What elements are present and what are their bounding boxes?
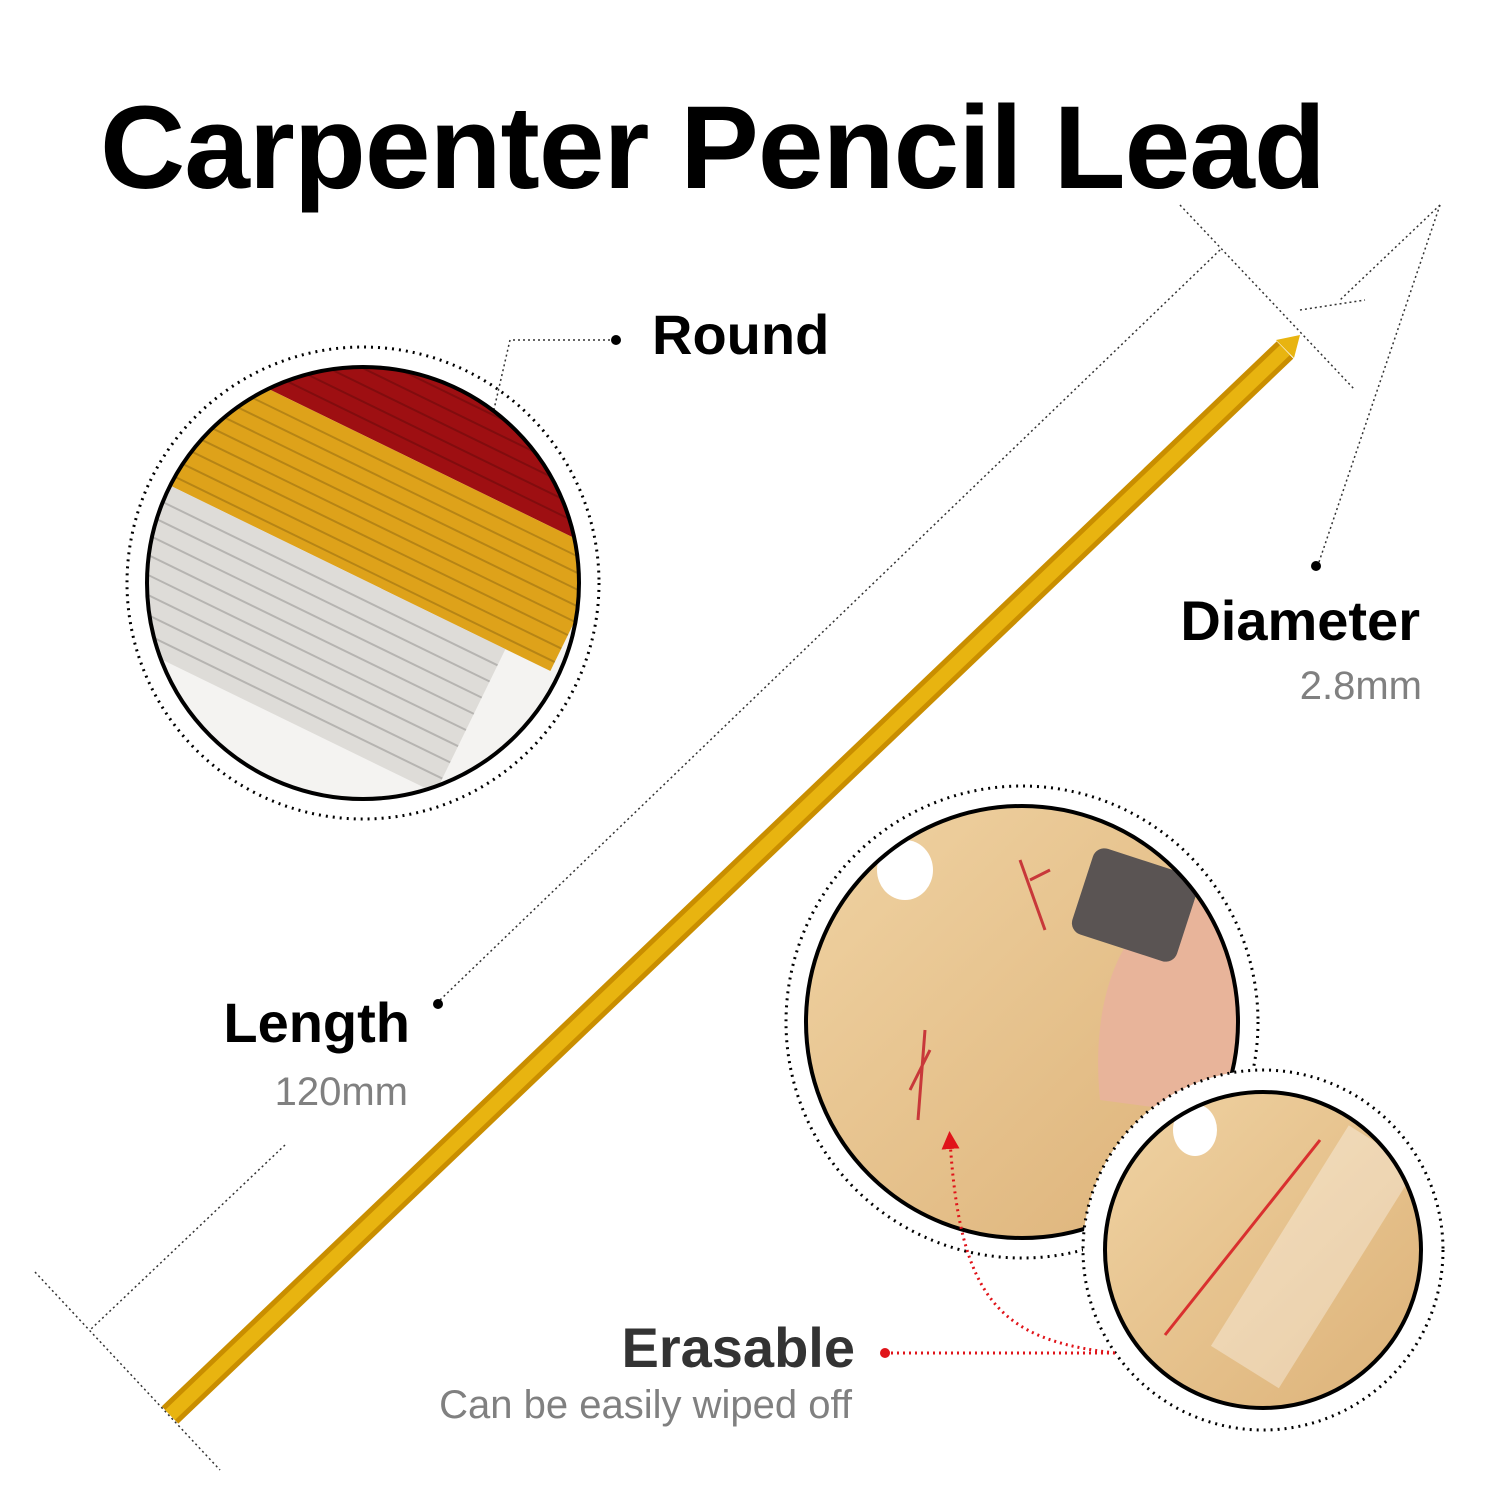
diameter-value: 2.8mm [1299, 664, 1422, 708]
length-label: Length [223, 991, 410, 1054]
length-callout-dot [433, 999, 443, 1009]
round-leads-photo [125, 345, 601, 821]
erasable-label: Erasable [621, 1316, 856, 1379]
page-title: Carpenter Pencil Lead [100, 82, 1326, 214]
erasable-description: Can be easily wiped off [439, 1383, 852, 1427]
length-value: 120mm [274, 1070, 408, 1114]
diameter-callout-dot [1311, 561, 1321, 571]
round-label: Round [652, 303, 830, 366]
pencil-lead [161, 335, 1300, 1424]
ruler-photo [1081, 1068, 1445, 1432]
dimension-lines [34, 204, 1441, 1471]
erasable-callout [885, 1131, 1116, 1355]
round-callout-dot [611, 335, 621, 345]
diameter-label: Diameter [1180, 589, 1420, 652]
